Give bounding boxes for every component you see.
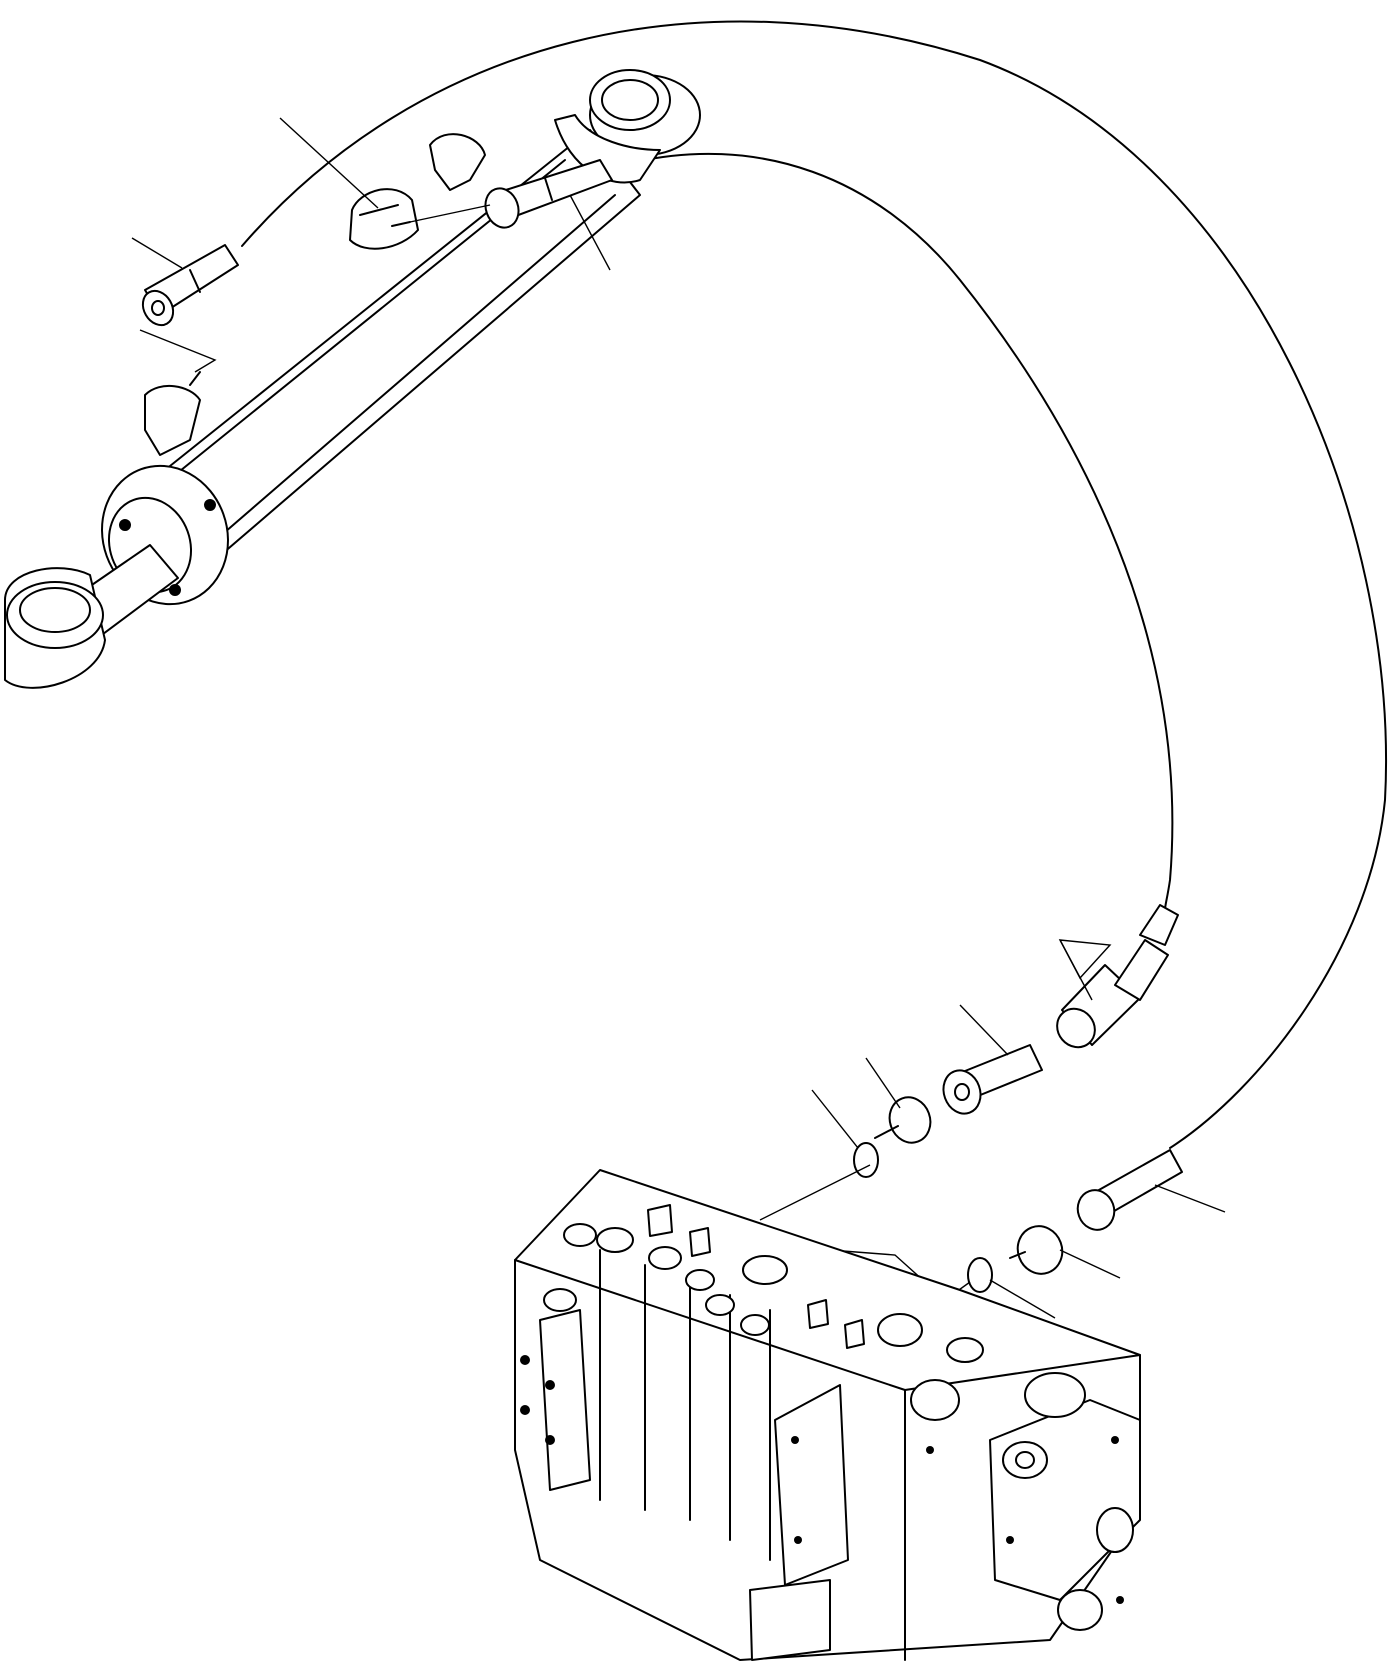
leader-2: [279, 117, 379, 209]
o-ring-lower: [967, 1257, 1056, 1319]
elbow-fitting-upper: [349, 188, 419, 250]
assembly-line-a: [409, 204, 491, 223]
hydraulic-cylinder: [4, 69, 701, 689]
hose-fitting-middle: [942, 1004, 1043, 1115]
hose-outer: [241, 20, 1387, 1149]
hose-fitting-upper: [484, 159, 613, 229]
hose-fitting-left: [141, 244, 239, 327]
protective-sleeve: [1056, 904, 1179, 1049]
leader-1: [131, 237, 183, 269]
adapter-middle: [865, 1057, 932, 1144]
assembly-line-c: [759, 1164, 871, 1221]
leader-3: [569, 194, 611, 271]
hose-fitting-lower: [1076, 1149, 1226, 1231]
assembly-line-b: [139, 329, 217, 373]
hose-inner: [621, 152, 1174, 911]
adapter-lower: [1009, 1225, 1121, 1279]
control-valve: [514, 1169, 1141, 1661]
o-ring-middle: [811, 1089, 879, 1178]
